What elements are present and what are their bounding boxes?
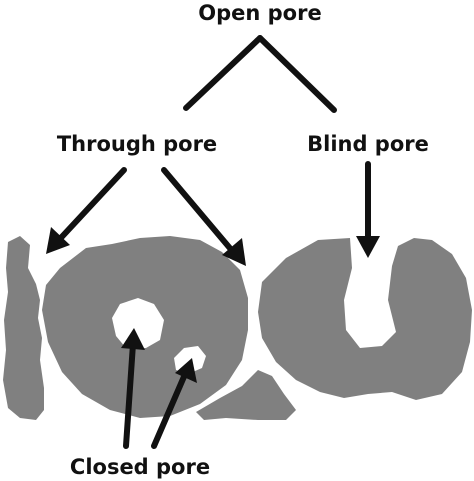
particles — [3, 236, 472, 420]
label-through-pore: Through pore — [57, 132, 217, 156]
through-pore-particle — [42, 236, 248, 418]
hierarchy-lines — [183, 35, 337, 113]
arrows — [46, 161, 380, 449]
blind-pore-arrow — [356, 161, 380, 258]
closed-pore-arrow-1 — [121, 328, 145, 449]
label-blind-pore: Blind pore — [307, 132, 429, 156]
label-open-pore: Open pore — [198, 1, 321, 25]
open-to-blind-line — [257, 35, 337, 113]
label-closed-pore: Closed pore — [70, 455, 210, 479]
small-triangle-particle — [196, 370, 296, 420]
labels: Open pore Through pore Blind pore Closed… — [57, 1, 429, 479]
open-to-through-line — [183, 35, 263, 111]
blind-pore-particle — [258, 238, 472, 400]
through-pore-left-arrow — [46, 167, 127, 254]
left-particle — [3, 236, 44, 420]
through-pore-right-arrow — [161, 167, 246, 266]
closed-pore-arrow-2 — [151, 358, 197, 449]
